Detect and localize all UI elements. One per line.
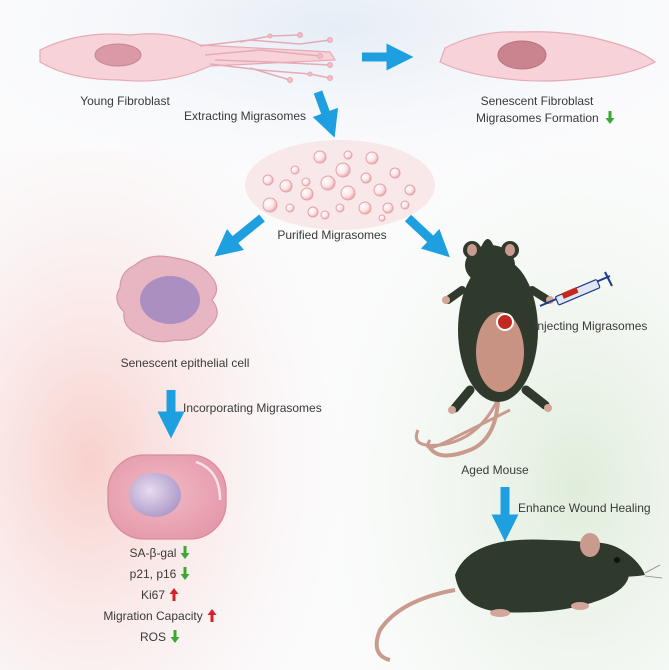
extracting-migrasomes-label: Extracting Migrasomes (183, 109, 307, 123)
senescent-epithelial-label: Senescent epithelial cell (120, 356, 250, 370)
incorporating-migrasomes-label: Incorporating Migrasomes (183, 401, 322, 415)
aged-mouse-label: Aged Mouse (461, 463, 529, 477)
young-fibroblast-label: Young Fibroblast (80, 94, 170, 108)
rejuvenated-epithelial-cell (107, 454, 227, 540)
marker-label: SA-β-gal (129, 546, 177, 560)
up-arrow-icon (207, 609, 217, 622)
purified-migrasomes-cluster (245, 140, 435, 230)
aged-mouse-illustration (414, 239, 554, 458)
syringe-illustration (539, 271, 613, 307)
marker-label: p21, p16 (129, 567, 177, 581)
down-arrow-icon (170, 630, 180, 643)
marker-row: p21, p16 (40, 567, 280, 588)
marker-row: Ki67 (40, 588, 280, 609)
migrasomes-formation-label: Migrasomes Formation (476, 111, 615, 125)
flow-arrows (157, 43, 519, 542)
up-arrow-icon (169, 588, 179, 601)
migrasomes-formation-text: Migrasomes Formation (476, 111, 599, 125)
marker-row: Migration Capacity (40, 609, 280, 630)
marker-row: SA-β-gal (40, 546, 280, 567)
enhance-wound-healing-label: Enhance Wound Healing (518, 501, 651, 515)
down-arrow-icon (180, 546, 190, 559)
injecting-migrasomes-label: Injecting Migrasomes (534, 319, 648, 333)
senescent-fibroblast (439, 31, 657, 82)
down-arrow-icon (180, 567, 190, 580)
marker-label: ROS (139, 630, 166, 644)
senescent-epithelial-cell (116, 255, 218, 343)
marker-row: ROS (40, 630, 280, 651)
marker-label: Ki67 (140, 588, 166, 602)
purified-migrasomes-label: Purified Migrasomes (277, 228, 387, 242)
recovered-mouse-illustration (374, 533, 663, 662)
marker-label: Migration Capacity (103, 609, 203, 623)
young-fibroblast (39, 32, 337, 83)
down-arrow-icon (605, 111, 615, 124)
senescent-fibroblast-label: Senescent Fibroblast (480, 94, 594, 108)
